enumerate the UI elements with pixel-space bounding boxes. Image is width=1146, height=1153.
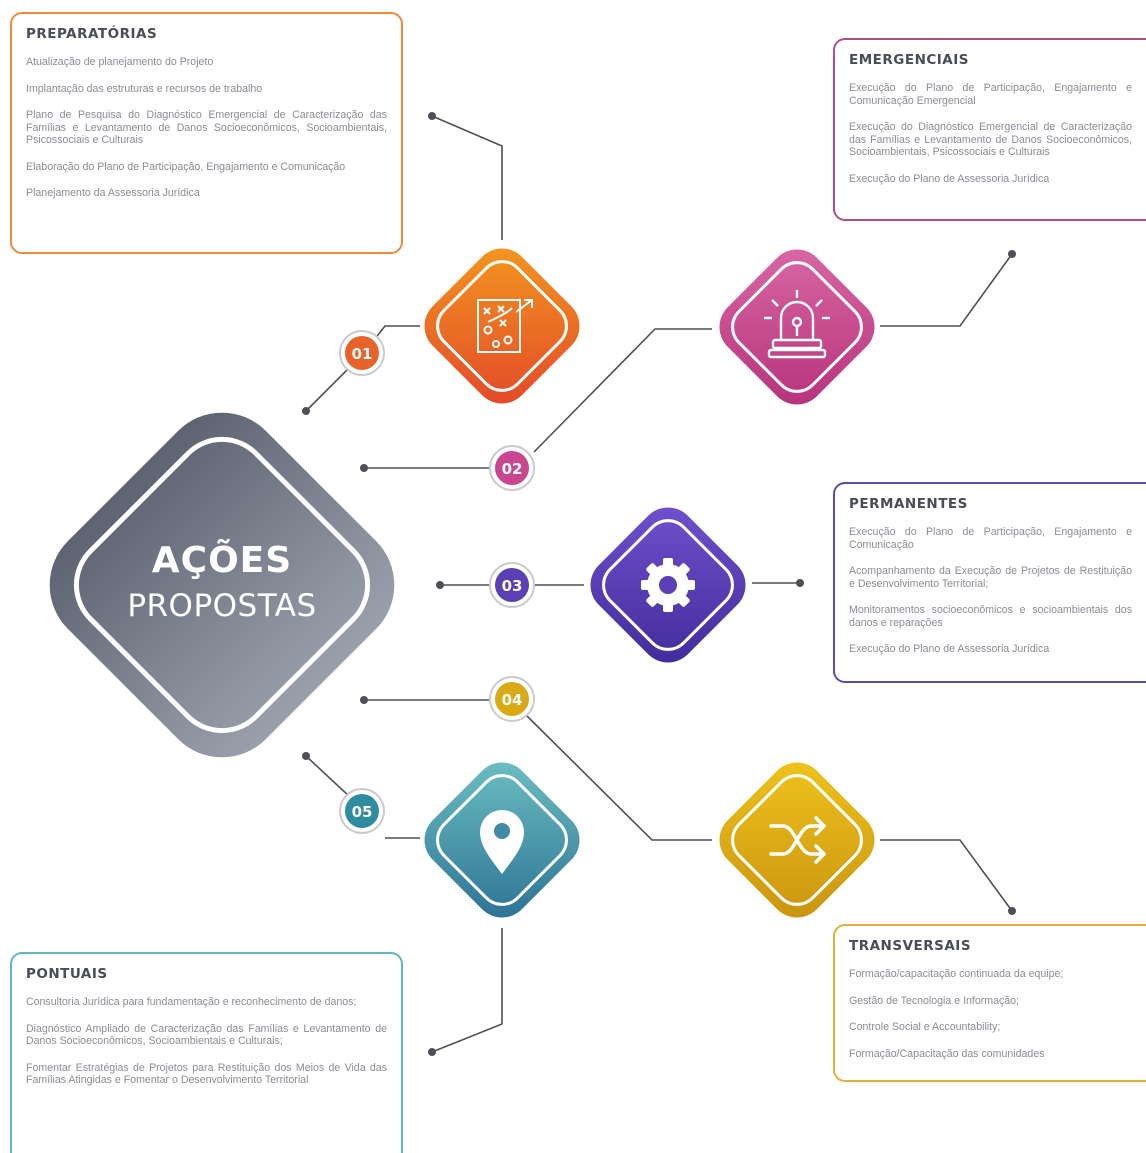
- badge-02-number: 02: [502, 460, 523, 478]
- node-02-diamond: [719, 249, 875, 405]
- box-transversais-item: Formação/capacitação continuada da equip…: [849, 968, 1064, 980]
- box-emergenciais-title: EMERGENCIAIS: [849, 52, 969, 68]
- box-permanentes-item: Execução do Plano de Assessoria Jurídica: [849, 643, 1050, 655]
- box-preparatorias-item: Implantação das estruturas e recursos de…: [26, 82, 263, 95]
- box-pontuais-item: Consultoria Jurídica para fundamentação …: [26, 996, 357, 1008]
- badge-04-number: 04: [502, 691, 523, 709]
- connector-dot: [428, 1048, 436, 1056]
- node-05-diamond: [424, 762, 580, 918]
- box-transversais: TRANSVERSAIS Formação/capacitação contin…: [833, 924, 1146, 1082]
- connector-dot: [1008, 250, 1016, 258]
- box-preparatorias: PREPARATÓRIAS Atualização de planejament…: [10, 12, 403, 254]
- connector-02-box: [880, 253, 1013, 327]
- connector-dots: [302, 112, 1016, 1056]
- badge-04: 04: [489, 676, 535, 722]
- center-title-line2: PROPOSTAS: [127, 588, 317, 624]
- box-transversais-item: Gestão de Tecnologia e Informação;: [849, 994, 1020, 1007]
- box-transversais-item: Formação/Capacitação das comunidades: [849, 1047, 1045, 1060]
- box-emergenciais-item: Execução do Diagnóstico Emergencial de C…: [849, 121, 1132, 158]
- badge-01: 01: [339, 330, 385, 376]
- box-preparatorias-item: Atualização de planejamento do Projeto: [26, 56, 214, 68]
- box-permanentes-title: PERMANENTES: [849, 496, 968, 512]
- center-diamond: [49, 412, 395, 758]
- box-preparatorias-title: PREPARATÓRIAS: [26, 26, 158, 42]
- box-pontuais-title: PONTUAIS: [26, 966, 108, 982]
- badge-05-number: 05: [352, 803, 373, 821]
- connector-dot: [428, 112, 436, 120]
- node-04-diamond: [719, 762, 875, 918]
- connector-dot: [360, 464, 368, 472]
- box-pontuais: PONTUAIS Consultoria Jurídica para funda…: [10, 952, 403, 1153]
- connector-dot: [302, 407, 310, 415]
- connector-04-box: [880, 839, 1013, 912]
- box-emergenciais-item: Execução do Plano de Participação, Engaj…: [849, 82, 1132, 107]
- box-preparatorias-item: Planejamento da Assessoria Jurídica: [26, 187, 200, 199]
- box-emergenciais: EMERGENCIAIS Execução do Plano de Partic…: [833, 38, 1146, 221]
- box-permanentes-item: Monitoramentos socioeconômicos e socioam…: [849, 604, 1132, 629]
- gear-icon: [641, 558, 695, 612]
- badge-02: 02: [489, 445, 535, 491]
- box-preparatorias-item: Plano de Pesquisa do Diagnóstico Emergen…: [26, 109, 387, 146]
- box-permanentes-item: Acompanhamento da Execução de Projetos d…: [849, 565, 1132, 590]
- location-pin-icon: [480, 810, 524, 874]
- box-preparatorias-item: Elaboração do Plano de Participação, Eng…: [26, 160, 346, 173]
- strategy-board-icon: [477, 299, 533, 353]
- box-permanentes-item: Execução do Plano de Participação, Engaj…: [849, 526, 1132, 551]
- connector-dot: [360, 696, 368, 704]
- badge-01-number: 01: [352, 345, 373, 363]
- badge-05: 05: [339, 788, 385, 834]
- box-transversais-title: TRANSVERSAIS: [849, 938, 972, 954]
- badge-03-number: 03: [502, 577, 523, 595]
- box-pontuais-item: Fomentar Estratégias de Projetos para Re…: [26, 1061, 387, 1087]
- box-pontuais-item: Diagnóstico Ampliado de Caracterização d…: [26, 1022, 387, 1048]
- connector-dot: [796, 579, 804, 587]
- node-01-diamond: [424, 248, 580, 404]
- connector-01-box: [431, 115, 503, 240]
- alarm-siren-icon: [764, 290, 830, 359]
- connector-04-node: [525, 714, 712, 841]
- box-permanentes: PERMANENTES Execução do Plano de Partici…: [833, 482, 1146, 683]
- connector-dot: [1008, 907, 1016, 915]
- center-title-line1: AÇÕES: [151, 540, 293, 581]
- connector-dot: [436, 581, 444, 589]
- connector-dot: [302, 752, 310, 760]
- box-transversais-item: Controle Social e Accountability;: [849, 1021, 1001, 1033]
- connector-02-node: [533, 328, 712, 453]
- connector-05-box: [431, 928, 503, 1053]
- box-emergenciais-item: Execução do Plano de Assessoria Jurídica: [849, 172, 1050, 185]
- badge-03: 03: [489, 562, 535, 608]
- shuffle-arrows-icon: [769, 816, 826, 864]
- node-03-diamond: [590, 507, 746, 663]
